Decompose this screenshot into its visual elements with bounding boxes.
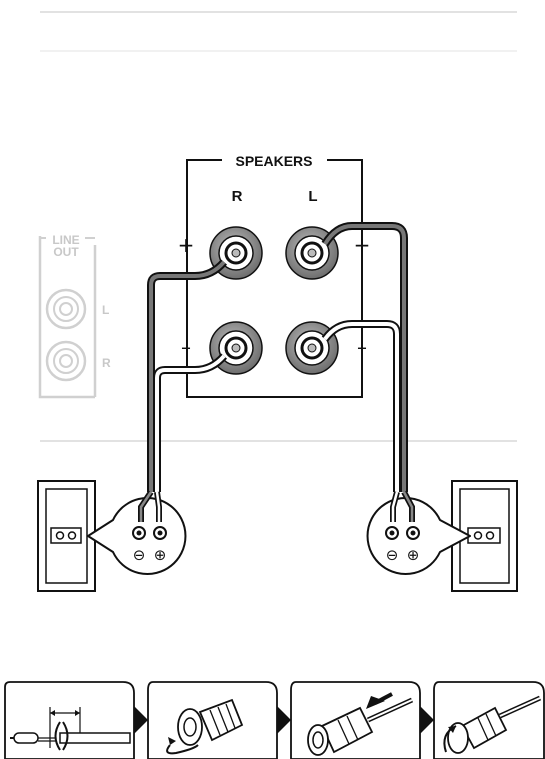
plus-label-right: + — [178, 233, 195, 257]
speaker-right-plus-symbol: ⊕ — [154, 546, 167, 564]
speaker-terminal-panel: SPEAKERS R L + – + – — [178, 153, 371, 398]
minus-label-left: – — [357, 335, 367, 359]
speaker-left-minus-symbol: ⊖ — [386, 546, 399, 564]
step-arrow-2 — [277, 706, 291, 734]
wire-left-plus — [321, 222, 408, 492]
line-out-label-r: R — [102, 356, 111, 370]
speaker-right-terminal-callout: ⊖ ⊕ — [87, 490, 187, 575]
line-out-jack-left — [45, 288, 87, 330]
step-3-insert-wire — [290, 681, 421, 759]
step-arrow-3 — [420, 706, 434, 734]
line-out-title-line: LINE — [52, 233, 79, 247]
wire-right-plus — [147, 259, 228, 492]
step-arrow-1 — [134, 706, 148, 734]
speakers-title: SPEAKERS — [235, 153, 312, 169]
step-2-unscrew-terminal — [147, 681, 278, 759]
speaker-left-terminal-callout: ⊖ ⊕ — [366, 490, 471, 575]
terminal-r-plus — [209, 226, 263, 280]
line-out-panel: LINE OUT L R — [38, 233, 111, 399]
channel-left-label: L — [308, 188, 317, 205]
line-out-jack-right — [45, 340, 87, 382]
speaker-left-plus-symbol: ⊕ — [407, 546, 420, 564]
minus-label-right: – — [181, 335, 191, 359]
wire-right-minus — [153, 353, 228, 492]
line-out-title-out: OUT — [53, 245, 79, 259]
plus-label-left: + — [354, 233, 371, 257]
speaker-right-minus-symbol: ⊖ — [133, 546, 146, 564]
wire-left-minus — [321, 320, 401, 492]
step-1-strip-wire — [4, 681, 135, 759]
channel-right-label: R — [232, 188, 243, 205]
line-out-label-l: L — [102, 303, 109, 317]
step-4-tighten-terminal — [433, 681, 545, 759]
speaker-right — [37, 480, 96, 592]
